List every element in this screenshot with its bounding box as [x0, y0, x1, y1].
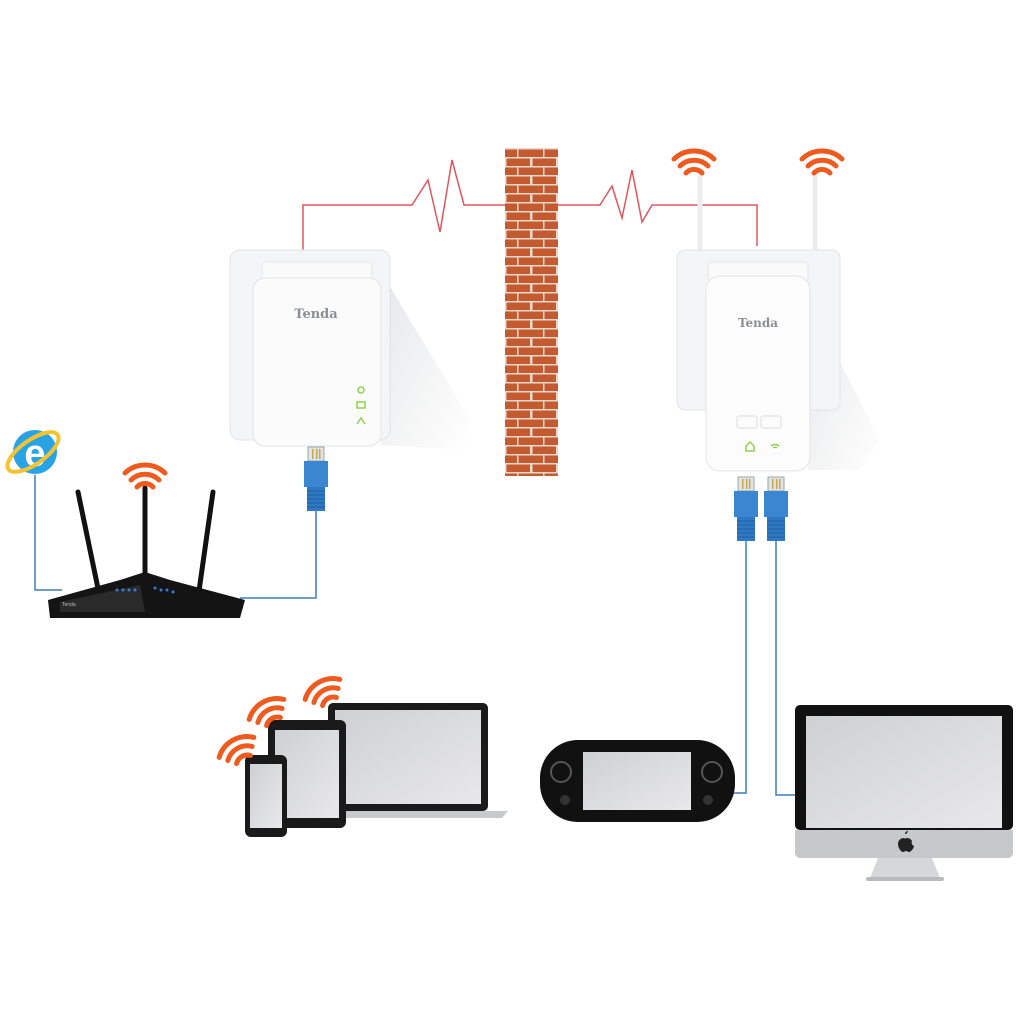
power-led-icon	[357, 386, 365, 394]
tenda-logo: Tenda	[294, 307, 338, 322]
home-led-icon	[745, 440, 755, 452]
wifi-signal-icon	[802, 151, 842, 173]
ethernet-plug-icon	[763, 476, 789, 542]
powerline-signal-left	[302, 159, 505, 250]
laptop	[310, 703, 508, 818]
imac-desktop	[795, 705, 1013, 881]
wifi-router: Tenda	[48, 485, 245, 618]
internet-line	[34, 475, 62, 591]
wifi-signal-icon	[674, 151, 714, 173]
wifi-signal-icon	[125, 465, 165, 487]
plc-led-icon	[356, 401, 366, 409]
brick-wall	[505, 148, 558, 476]
ethernet-plug-icon	[303, 446, 329, 512]
ethernet-cable-router	[240, 510, 317, 599]
ethernet-led-icon	[356, 416, 366, 425]
powerline-adapter-left: Tenda	[229, 249, 470, 450]
tenda-logo: Tenda	[738, 316, 778, 330]
powerline-wifi-adapter-right: Tenda	[676, 175, 880, 472]
ethernet-plug-icon	[733, 476, 759, 542]
router-logo: Tenda	[62, 602, 76, 608]
pair-button[interactable]	[736, 415, 758, 429]
powerline-signal-right	[558, 169, 758, 246]
apple-logo-icon	[898, 831, 914, 852]
wifi-button[interactable]	[760, 415, 782, 429]
wifi-led-icon	[770, 443, 780, 449]
internet-explorer-icon: e	[5, 430, 61, 475]
ethernet-cable-imac	[775, 540, 796, 796]
smartphone	[245, 755, 287, 837]
handheld-game-console	[540, 740, 735, 822]
svg-text:e: e	[24, 433, 45, 475]
